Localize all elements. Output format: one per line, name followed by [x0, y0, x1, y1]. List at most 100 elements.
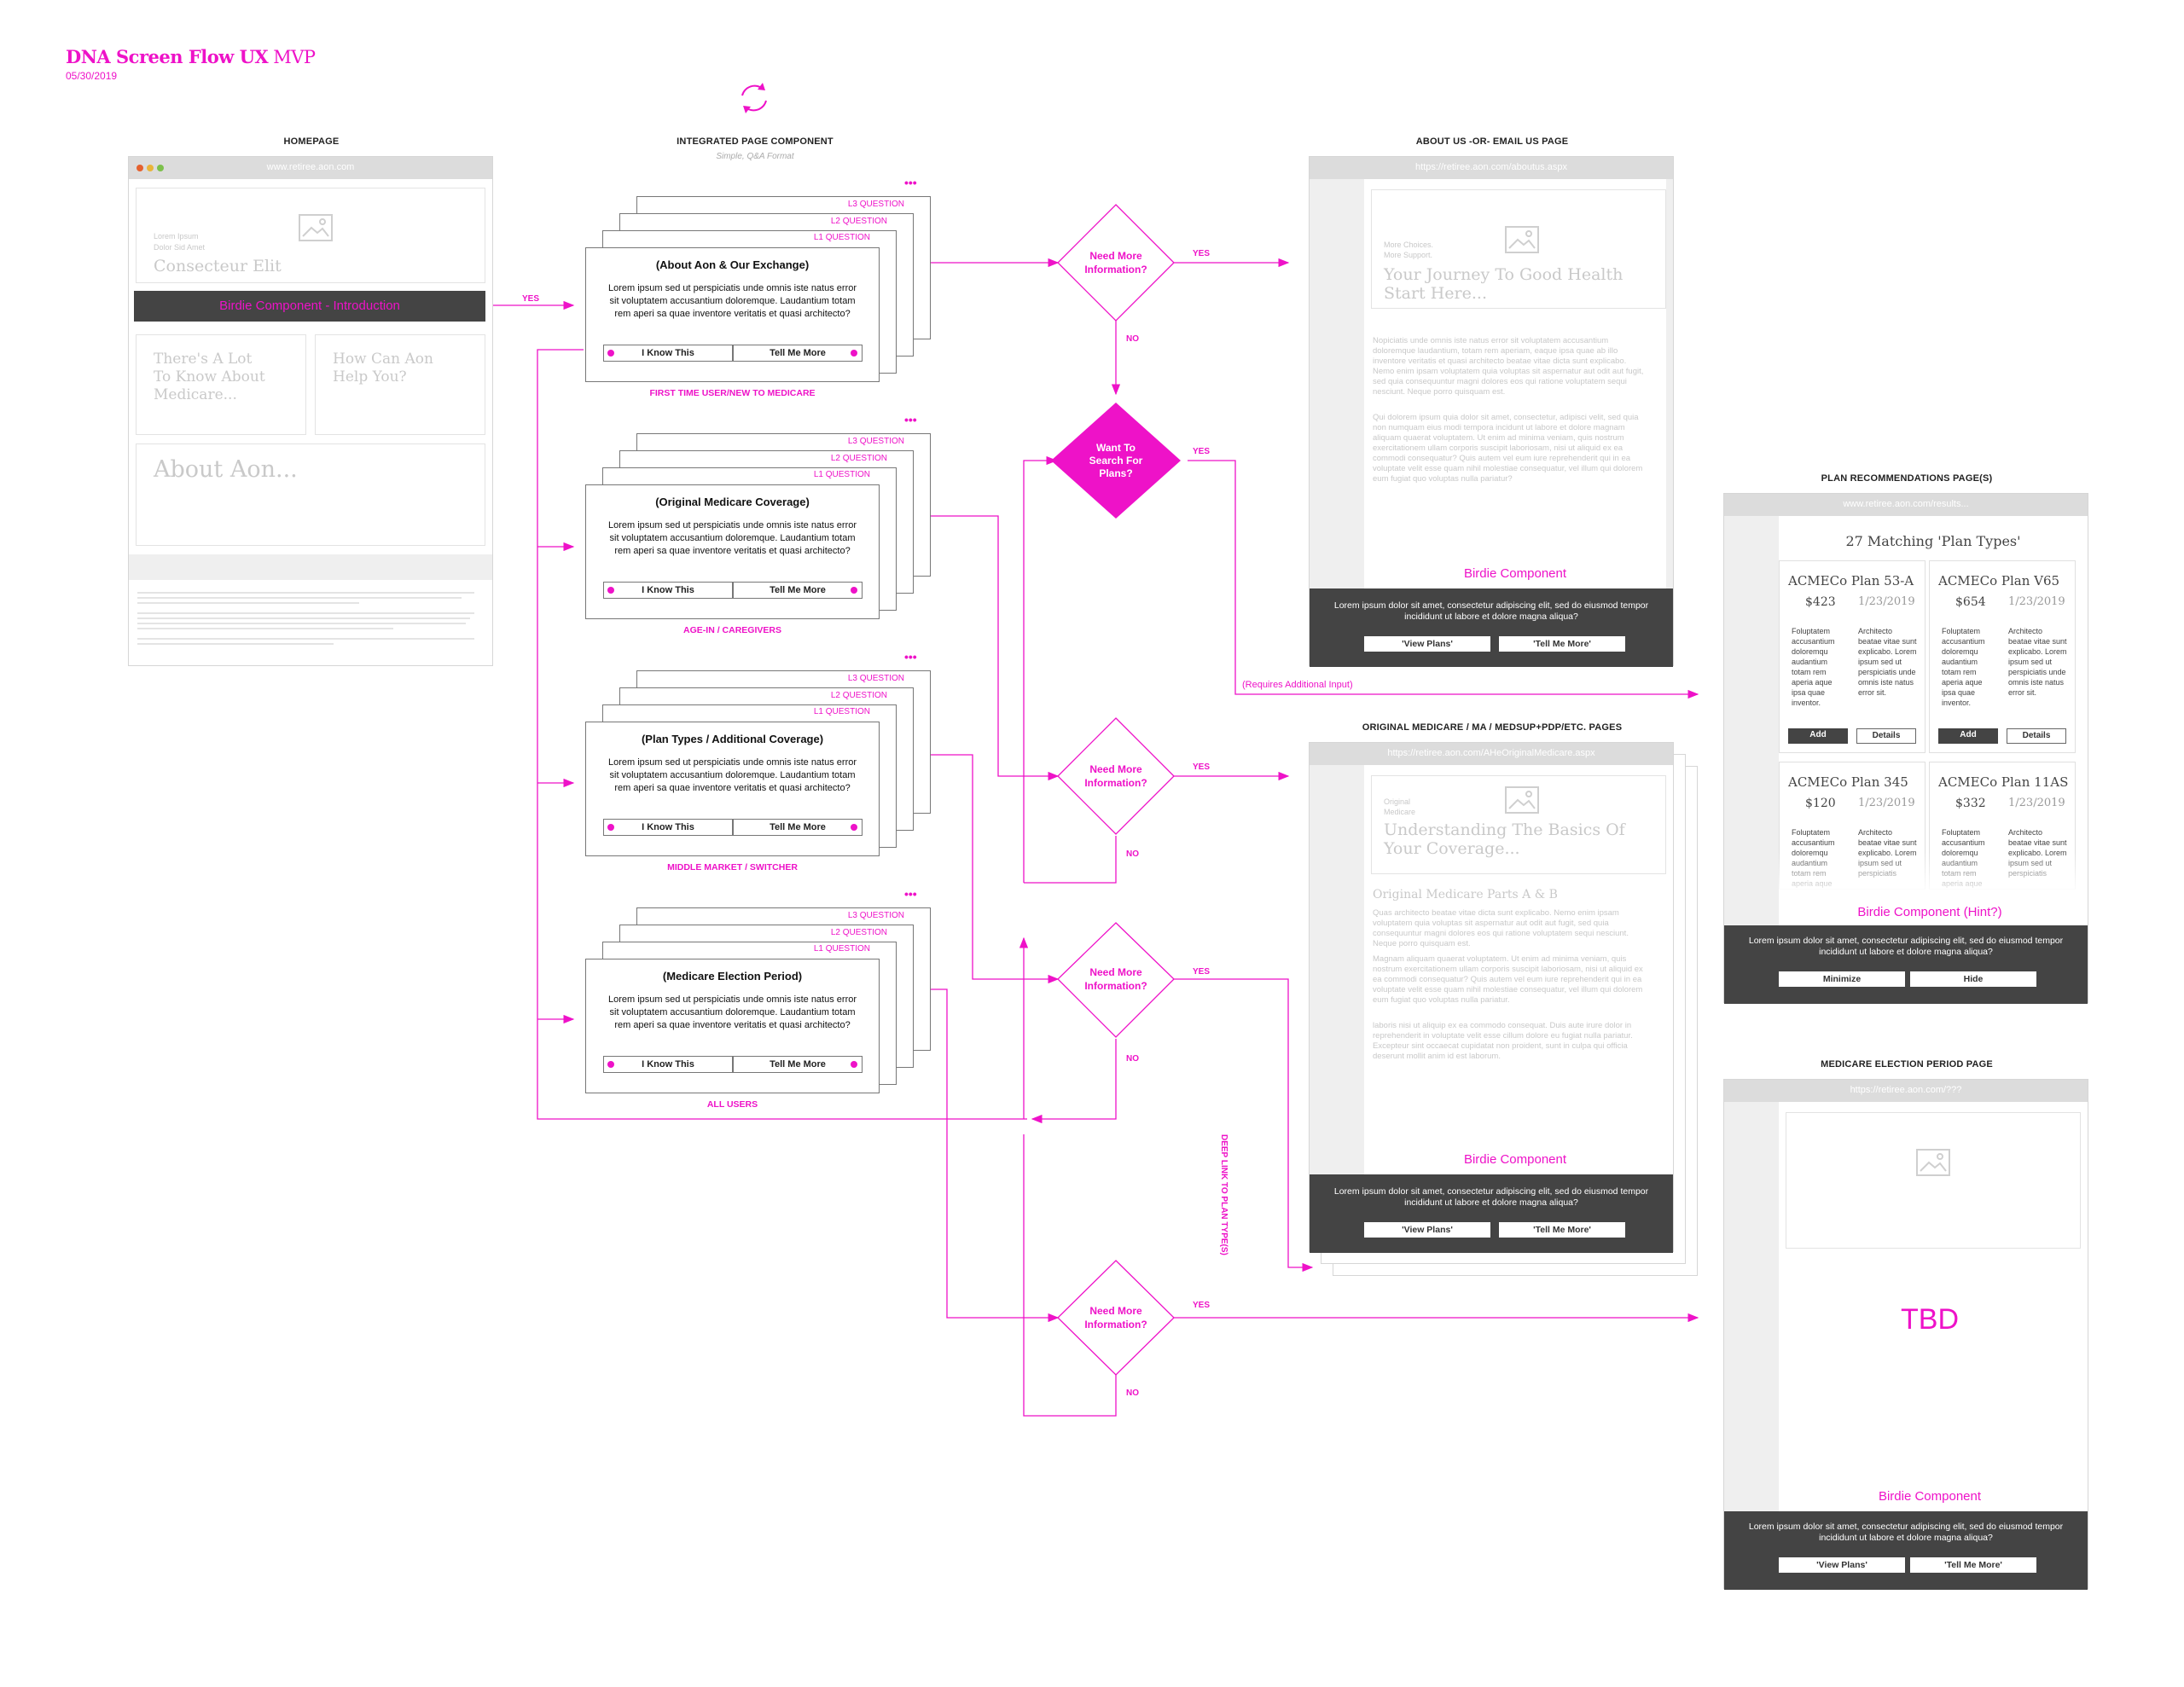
- question-card: (Plan Types / Additional Coverage) Lorem…: [585, 722, 880, 856]
- tell-me-more-button[interactable]: 'Tell Me More': [1499, 1222, 1625, 1238]
- view-plans-button[interactable]: 'View Plans': [1364, 1222, 1490, 1238]
- about-page-label: ABOUT US -OR- EMAIL US PAGE: [1415, 136, 1569, 147]
- tell-me-more-button[interactable]: Tell Me More: [733, 582, 863, 599]
- hero-box: Original Medicare Understanding The Basi…: [1371, 775, 1666, 874]
- yes-label: YES: [1193, 762, 1211, 772]
- plan-date: 1/23/2019: [1858, 595, 1915, 608]
- birdie-panel: Lorem ipsum dolor sit amet, consectetur …: [1724, 925, 2088, 1004]
- question-body: Lorem ipsum sed ut perspiciatis unde omn…: [607, 994, 857, 1030]
- homepage-window: www.retiree.aon.com Lorem Ipsum Dolor Si…: [128, 156, 493, 666]
- tell-me-more-button[interactable]: Tell Me More: [733, 819, 863, 836]
- about-box-text: About Aon...: [154, 456, 298, 483]
- plan-price: $120: [1805, 797, 1836, 810]
- plan-name: ACMECo Plan 53-A: [1788, 573, 1914, 588]
- more-icon[interactable]: •••: [904, 887, 917, 901]
- image-placeholder-icon: [1505, 226, 1539, 253]
- view-plans-button[interactable]: 'View Plans': [1779, 1557, 1905, 1573]
- decision-diamonds: [1051, 204, 1181, 1376]
- birdie-label: Birdie Component (Hint?): [1857, 905, 2002, 919]
- details-button[interactable]: Details: [2007, 728, 2066, 744]
- page-date: 05/30/2019: [66, 70, 118, 82]
- plan-desc: Architecto beatae vitae sunt explicabo. …: [2008, 627, 2067, 697]
- image-placeholder-icon: [1505, 786, 1539, 814]
- l3-label: L3 QUESTION: [847, 674, 904, 683]
- minimize-dot-icon[interactable]: [147, 165, 154, 171]
- more-icon[interactable]: •••: [904, 176, 917, 189]
- footer-text-lines: [137, 592, 474, 645]
- maximize-dot-icon[interactable]: [157, 165, 164, 171]
- audience-label: MIDDLE MARKET / SWITCHER: [667, 862, 798, 872]
- results-heading: 27 Matching 'Plan Types': [1845, 533, 2021, 549]
- image-placeholder-icon: [299, 214, 333, 241]
- browser-bar: https://retiree.aon.com/aboutus.aspx: [1310, 157, 1673, 179]
- l3-label: L3 QUESTION: [847, 911, 904, 920]
- browser-url[interactable]: www.retiree.aon.com: [266, 162, 355, 172]
- hero-small-2: Medicare: [1384, 808, 1416, 816]
- hero-small-1: Original: [1384, 797, 1411, 806]
- question-title: (Medicare Election Period): [662, 970, 803, 983]
- l1-label: L1 QUESTION: [813, 470, 870, 479]
- plan-name: ACMECo Plan V65: [1938, 573, 2060, 588]
- left-gutter: [1310, 179, 1364, 597]
- question-title: (Plan Types / Additional Coverage): [641, 733, 824, 745]
- birdie-intro-label: Birdie Component - Introduction: [219, 299, 400, 313]
- integrated-sublabel: Simple, Q&A Format: [716, 152, 794, 161]
- i-know-this-button[interactable]: I Know This: [603, 582, 733, 599]
- i-know-this-button[interactable]: I Know This: [603, 819, 733, 836]
- l1-label: L1 QUESTION: [813, 707, 870, 716]
- plan-card[interactable]: ACMECo Plan 53-A $423 1/23/2019 Foluptat…: [1779, 560, 1926, 753]
- info-box-1-text: There's A Lot To Know About Medicare...: [154, 351, 265, 403]
- left-gutter: [1310, 765, 1364, 1183]
- connector-dot-icon: [607, 587, 614, 594]
- question-body: Lorem ipsum sed ut perspiciatis unde omn…: [607, 520, 857, 556]
- tell-me-more-button[interactable]: 'Tell Me More': [1910, 1557, 2036, 1573]
- integrated-label: INTEGRATED PAGE COMPONENT: [677, 136, 834, 147]
- birdie-intro-bar[interactable]: Birdie Component - Introduction: [134, 291, 485, 322]
- browser-url[interactable]: www.retiree.aon.com/results...: [1843, 499, 1969, 509]
- body-paragraph: laboris nisi ut aliquip ex ea commodo co…: [1373, 1021, 1633, 1061]
- question-card: (Medicare Election Period) Lorem ipsum s…: [585, 959, 880, 1093]
- fade-overlay: [1779, 852, 2088, 895]
- question-title: (About Aon & Our Exchange): [655, 258, 810, 271]
- tell-me-more-button[interactable]: 'Tell Me More': [1499, 636, 1625, 652]
- i-know-this-button[interactable]: I Know This: [603, 345, 733, 362]
- about-page-window: https://retiree.aon.com/aboutus.aspx Mor…: [1309, 156, 1674, 667]
- birdie-label: Birdie Component: [1463, 1152, 1567, 1167]
- birdie-label: Birdie Component: [1463, 566, 1567, 581]
- birdie-label: Birdie Component: [1878, 1489, 1982, 1504]
- add-button[interactable]: Add: [1788, 728, 1848, 744]
- original-page-label: ORIGINAL MEDICARE / MA / MEDSUP+PDP/ETC.…: [1362, 722, 1623, 733]
- details-button[interactable]: Details: [1856, 728, 1916, 744]
- hero-headline: Consecteur Elit: [154, 257, 282, 275]
- hide-button[interactable]: Hide: [1910, 971, 2036, 987]
- yes-label: YES: [522, 294, 540, 304]
- view-plans-button[interactable]: 'View Plans': [1364, 636, 1490, 652]
- browser-url[interactable]: https://retiree.aon.com/aboutus.aspx: [1415, 162, 1567, 172]
- add-button[interactable]: Add: [1938, 728, 1998, 744]
- plan-date: 1/23/2019: [1858, 797, 1915, 809]
- tell-me-more-button[interactable]: Tell Me More: [733, 345, 863, 362]
- plan-name: ACMECo Plan 11AS: [1938, 774, 2069, 790]
- tbd-label: TBD: [1901, 1303, 1959, 1336]
- tell-me-more-button[interactable]: Tell Me More: [733, 1056, 863, 1073]
- browser-bar: www.retiree.aon.com/results...: [1724, 494, 2088, 516]
- plan-card[interactable]: ACMECo Plan V65 $654 1/23/2019 Foluptate…: [1929, 560, 2076, 753]
- birdie-panel-text: Lorem ipsum dolor sit amet, consectetur …: [1333, 600, 1649, 622]
- more-icon[interactable]: •••: [904, 413, 917, 426]
- hero-box: Lorem Ipsum Dolor Sid Amet Consecteur El…: [136, 188, 485, 283]
- i-know-this-button[interactable]: I Know This: [603, 1056, 733, 1073]
- l2-label: L2 QUESTION: [830, 928, 887, 937]
- election-page-label: MEDICARE ELECTION PERIOD PAGE: [1821, 1059, 1993, 1070]
- close-dot-icon[interactable]: [136, 165, 143, 171]
- minimize-button[interactable]: Minimize: [1779, 971, 1905, 987]
- plan-price: $423: [1805, 595, 1836, 609]
- connector-dot-icon: [607, 350, 614, 357]
- browser-url[interactable]: https://retiree.aon.com/AHeOriginalMedic…: [1387, 748, 1595, 758]
- audience-label: AGE-IN / CAREGIVERS: [683, 625, 781, 635]
- plan-page-window: www.retiree.aon.com/results... 27 Matchi…: [1723, 493, 2088, 1004]
- more-icon[interactable]: •••: [904, 650, 917, 664]
- browser-url[interactable]: https://retiree.aon.com/???: [1850, 1085, 1962, 1095]
